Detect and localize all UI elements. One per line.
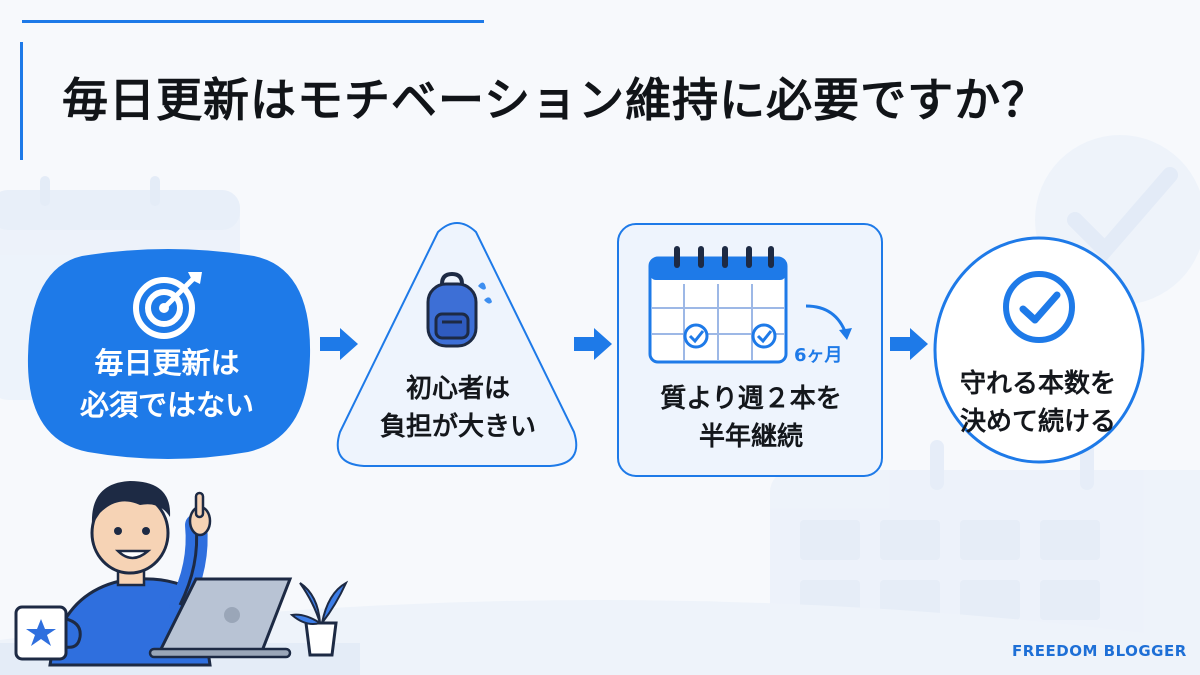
step-1-line-1: 毎日更新は (94, 346, 240, 380)
step-2-label: 初心者は 負担が大きい (334, 370, 582, 446)
step-1-shape (27, 249, 311, 459)
step-1-label: 毎日更新は 必須ではない (40, 342, 294, 426)
title-side-rule (20, 42, 23, 160)
arrow-right-icon (890, 328, 928, 360)
step-3-label: 質より週２本を 半年継続 (620, 380, 882, 456)
duration-badge: 6ヶ月 (794, 345, 843, 366)
target-icon (133, 272, 202, 339)
person-with-laptop-illustration (0, 481, 360, 675)
page-title: 毎日更新はモチベーション維持に必要ですか？ (62, 73, 1049, 127)
arrow-right-icon (574, 328, 612, 360)
step-2-line-1: 初心者は (405, 374, 510, 404)
calendar-icon (648, 246, 852, 364)
brand-logo-text: FREEDOM BLOGGER (1012, 642, 1187, 660)
step-3-line-2: 半年継続 (698, 422, 803, 452)
title-top-rule (22, 20, 484, 23)
step-4-line-2: 決めて続ける (959, 407, 1116, 437)
step-2-line-2: 負担が大きい (379, 412, 536, 442)
checkmark-circle-icon (1003, 271, 1075, 343)
arrow-right-icon (320, 328, 358, 360)
step-4-line-1: 守れる本数を (959, 369, 1116, 399)
step-4-label: 守れる本数を 決めて続ける (940, 365, 1136, 441)
backpack-icon (426, 271, 492, 348)
step-1-line-2: 必須ではない (79, 388, 254, 422)
step-4-shape (933, 236, 1145, 464)
step-3-line-1: 質より週２本を (660, 384, 842, 414)
